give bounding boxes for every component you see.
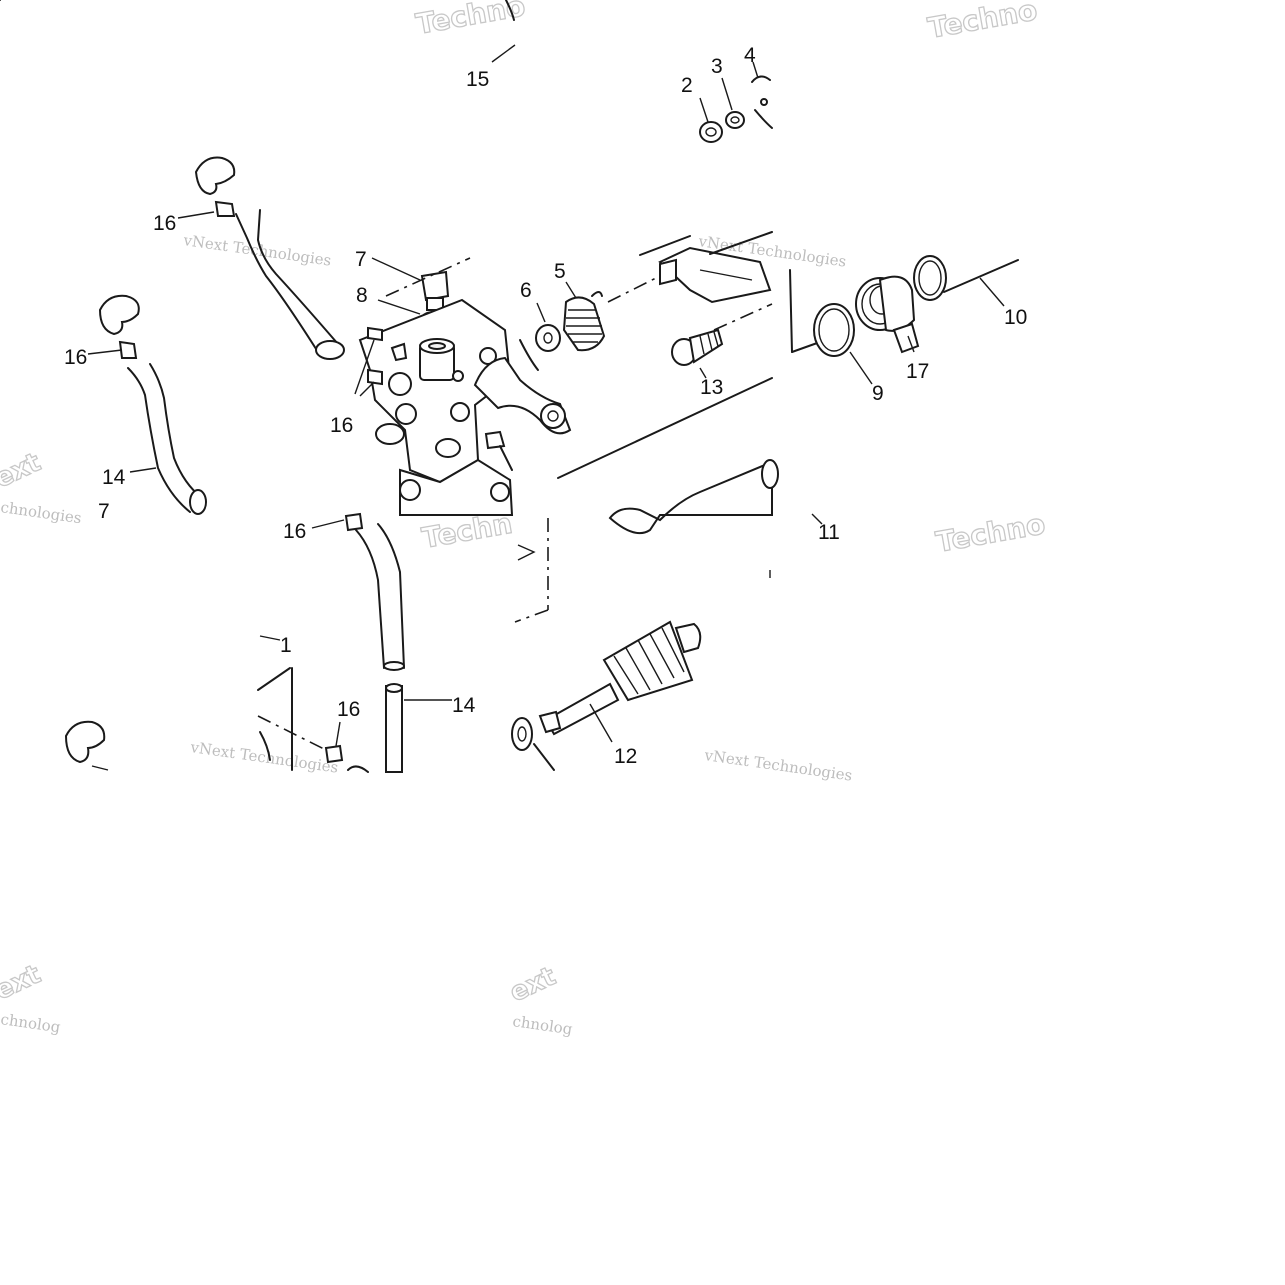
callout-10: 10: [1004, 306, 1027, 329]
cable-housing: [639, 231, 773, 331]
callout-16: 16: [64, 346, 87, 369]
hose-lower: [311, 512, 452, 773]
watermark: Techno: [933, 507, 1047, 559]
lower-bracket: [257, 635, 369, 773]
watermark: chnolog: [0, 1010, 62, 1036]
watermark: ext: [0, 959, 45, 1006]
callout-4: 4: [744, 44, 756, 67]
watermark: vNext Technologies: [188, 738, 339, 777]
callout-5: 5: [554, 260, 566, 283]
callout-14: 14: [102, 466, 126, 489]
callout-16: 16: [283, 520, 306, 543]
callout-7: 7: [98, 500, 110, 523]
callout-9: 9: [872, 382, 884, 405]
callout-6: 6: [520, 279, 532, 302]
gear-shaft: [538, 620, 702, 743]
callout-2: 2: [681, 74, 693, 97]
callout-1: 1: [280, 634, 292, 657]
callout-16: 16: [330, 414, 353, 437]
callout-16: 16: [153, 212, 176, 235]
callout-14: 14: [452, 694, 476, 717]
watermark: chnolog: [511, 1012, 573, 1038]
drive-housing: [557, 377, 823, 534]
callout-11: 11: [818, 521, 840, 544]
hose-left: [87, 294, 207, 515]
callout-17: 17: [906, 360, 929, 383]
watermark: vNext Technologies: [181, 231, 332, 270]
fitting-bottom-left: [64, 720, 109, 771]
watermark: chnologies: [0, 498, 83, 527]
nut-washer-group: [699, 61, 773, 143]
hose-upper: [177, 156, 345, 360]
watermark: ext: [0, 447, 45, 494]
callout-8: 8: [356, 284, 368, 307]
watermark-layer: Techno Techno vNext Technologies vNext T…: [0, 0, 1048, 1038]
screw-13: [671, 328, 724, 379]
washer-bottom: [511, 717, 555, 771]
callout-15: 15: [466, 68, 489, 91]
watermark: Techno: [925, 0, 1039, 45]
leader-15: [491, 0, 516, 63]
watermark: vNext Technologies: [702, 746, 853, 785]
spring-washer: [519, 275, 661, 371]
oil-pump-body: [0, 0, 572, 516]
callout-13: 13: [700, 376, 723, 399]
callout-3: 3: [711, 55, 723, 78]
watermark: ext: [505, 961, 560, 1008]
callout-7: 7: [355, 248, 367, 271]
cable-fitting-group: [789, 255, 1019, 385]
dashed-bracket: [514, 518, 771, 623]
watermark: Techno: [413, 0, 527, 41]
callout-16: 16: [337, 698, 360, 721]
callout-12: 12: [614, 745, 637, 768]
callout-labels: 15 2 3 4 16 7 8 6 5 10 16 17 13 9 16 14 …: [64, 44, 1027, 768]
